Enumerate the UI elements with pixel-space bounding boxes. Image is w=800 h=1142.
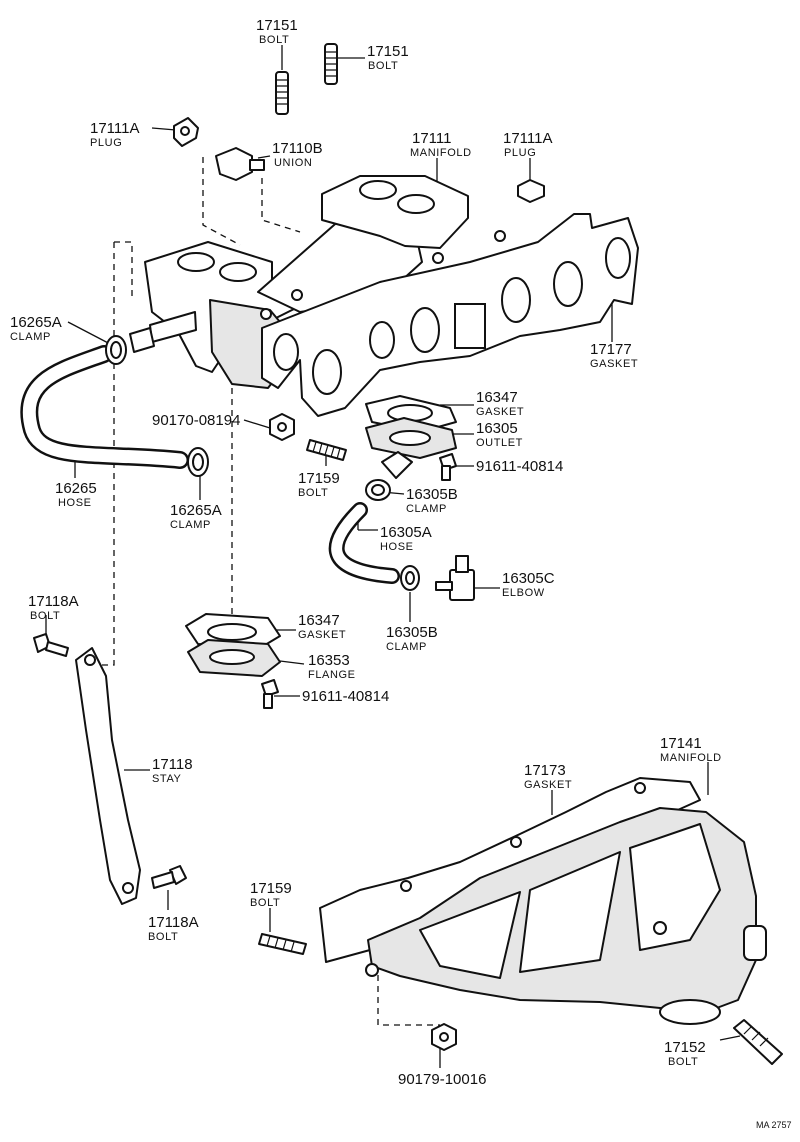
callout-number: 17159: [250, 880, 292, 897]
callout-name: FLANGE: [308, 669, 356, 681]
callout-name: UNION: [274, 157, 312, 169]
callout-name: OUTLET: [476, 437, 523, 449]
callout-number: 17151: [256, 17, 298, 34]
callout-number: 16305: [476, 420, 518, 437]
callout-number: 91611-40814: [302, 688, 389, 705]
exhaust-manifold-17141: [365, 807, 767, 1025]
callout-number: 17177: [590, 341, 632, 358]
clamp-16305b-bottom: [400, 565, 420, 591]
nut-90170-08194: [269, 413, 295, 441]
callout-number: 17111: [412, 130, 452, 147]
nut-90179-10016: [431, 1023, 457, 1051]
clamp-16265a-top: [105, 335, 127, 365]
clamp-16305b-top: [365, 479, 391, 501]
callout-name: CLAMP: [386, 641, 427, 653]
union-17110b: [215, 147, 265, 181]
callout-number: 17173: [524, 762, 566, 779]
hose-16305a: [328, 502, 400, 584]
callout-name: BOLT: [298, 487, 328, 499]
callout-number: 16305B: [386, 624, 438, 641]
callout-number: 90170-08194: [152, 412, 240, 429]
callout-name: GASKET: [476, 406, 524, 418]
callout-number: 90179-10016: [398, 1071, 486, 1088]
callout-number: 17141: [660, 735, 702, 752]
callout-name: STAY: [152, 773, 182, 785]
bolt-91611-bottom: [261, 679, 279, 709]
clamp-16265a-bottom: [187, 447, 209, 477]
callout-number: 17118A: [28, 593, 79, 610]
hose-16265: [20, 345, 189, 469]
callout-number: 17152: [664, 1039, 706, 1056]
callout-number: 16347: [476, 389, 518, 406]
callout-number: 17111A: [90, 120, 140, 137]
callout-number: 16353: [308, 652, 350, 669]
callout-name: BOLT: [30, 610, 60, 622]
callout-number: 91611-40814: [476, 458, 563, 475]
callout-name: CLAMP: [406, 503, 447, 515]
bolt-17159-bottom: [258, 933, 307, 955]
callout-name: GASKET: [590, 358, 638, 370]
callout-number: 16305B: [406, 486, 458, 503]
callout-name: GASKET: [298, 629, 346, 641]
callout-number: 17110B: [272, 140, 323, 157]
bolt-91611-top: [439, 453, 457, 481]
manifold-gasket-17177: [261, 213, 639, 417]
callout-number: 16265A: [10, 314, 62, 331]
callout-number: 16265: [55, 480, 97, 497]
callout-number: 17151: [367, 43, 409, 60]
callout-number: 16305A: [380, 524, 432, 541]
callout-number: 17159: [298, 470, 340, 487]
callout-number: 16305C: [502, 570, 555, 587]
callout-number: 17111A: [503, 130, 553, 147]
callout-name: MANIFOLD: [660, 752, 722, 764]
outlet-16305: [365, 417, 457, 479]
callout-name: GASKET: [524, 779, 572, 791]
plug-17111a-right: [517, 179, 545, 203]
callout-name: PLUG: [504, 147, 536, 159]
callout-name: BOLT: [368, 60, 398, 72]
stay-17118: [75, 647, 141, 905]
callout-number: 16265A: [170, 502, 222, 519]
callout-name: CLAMP: [10, 331, 51, 343]
callout-name: ELBOW: [502, 587, 545, 599]
plug-17111a-left: [173, 117, 199, 147]
callout-number: 16347: [298, 612, 340, 629]
bolt-17152: [733, 1019, 783, 1065]
callout-name: HOSE: [380, 541, 414, 553]
flange-16353: [187, 639, 281, 677]
callout-name: BOLT: [668, 1056, 698, 1068]
callout-name: BOLT: [250, 897, 280, 909]
callout-number: 17118A: [148, 914, 199, 931]
callout-labels: 17151 BOLT 17151 BOLT 17111A PLUG 17110B…: [10, 17, 792, 1130]
callout-number: 17118: [152, 756, 193, 773]
callout-name: BOLT: [148, 931, 178, 943]
bolt-17159-top: [306, 439, 347, 461]
elbow-16305c: [435, 555, 475, 601]
callout-name: CLAMP: [170, 519, 211, 531]
callout-name: BOLT: [259, 34, 289, 46]
bolt-17151-left: [275, 71, 289, 115]
bolt-17151-right: [324, 43, 338, 85]
diagram-reference: MA 2757: [756, 1120, 792, 1130]
callout-name: PLUG: [90, 137, 122, 149]
bolt-17118a-bottom: [151, 865, 187, 889]
bolt-17118a-top: [33, 633, 69, 657]
callout-name: HOSE: [58, 497, 92, 509]
callout-name: MANIFOLD: [410, 147, 472, 159]
